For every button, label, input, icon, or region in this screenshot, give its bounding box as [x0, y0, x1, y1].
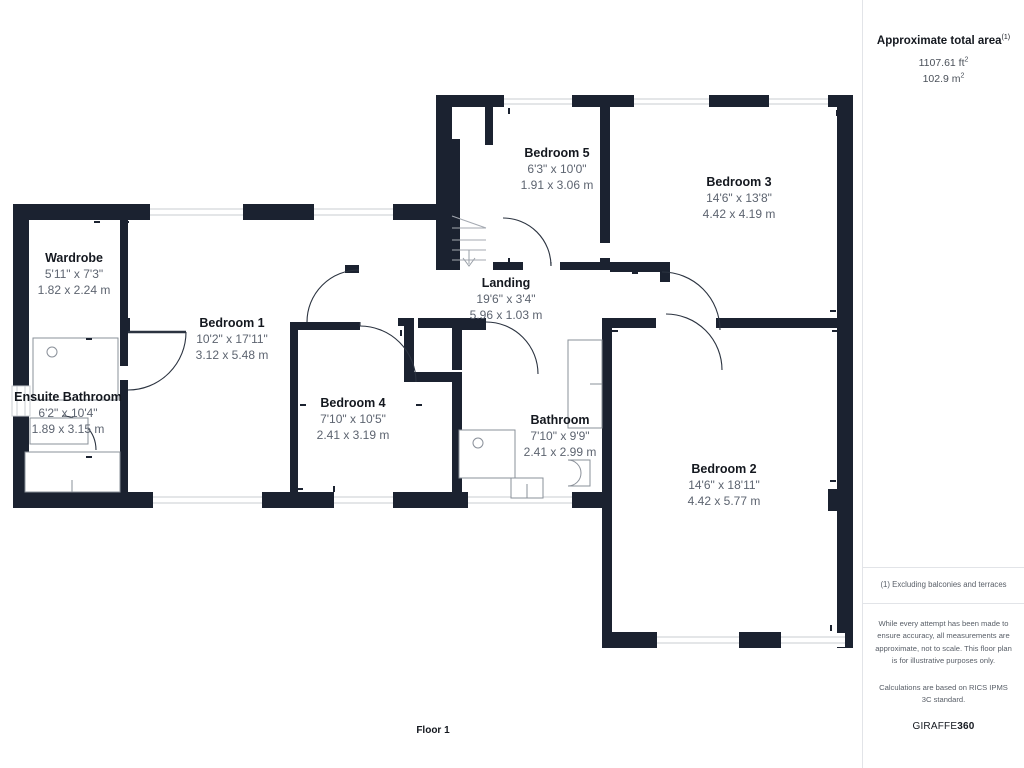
staircase: [451, 215, 487, 267]
room-label-bathroom: Bathroom 7'10" x 9'9" 2.41 x 2.99 m: [524, 413, 597, 459]
room-name: Bedroom 1: [199, 316, 264, 330]
floor-label: Floor 1: [416, 725, 450, 736]
room-label-bedroom-4: Bedroom 4 7'10" x 10'5" 2.41 x 3.19 m: [317, 396, 390, 442]
room-dim-metric: 4.42 x 4.19 m: [703, 207, 776, 221]
room-name: Ensuite Bathroom: [14, 390, 122, 404]
room-dim-imperial: 6'2" x 10'4": [38, 406, 97, 420]
room-dim-metric: 3.12 x 5.48 m: [196, 348, 269, 362]
doors-layer: [61, 217, 723, 451]
room-label-bedroom-3: Bedroom 3 14'6" x 13'8" 4.42 x 4.19 m: [703, 175, 776, 221]
total-area-block: Approximate total area(1) 1107.61 ft2 10…: [863, 24, 1024, 97]
total-area-title: Approximate total area(1): [871, 34, 1016, 49]
total-area-sqft: 1107.61 ft2: [871, 55, 1016, 71]
room-dim-imperial: 7'10" x 9'9": [530, 429, 589, 443]
room-dim-metric: 1.82 x 2.24 m: [38, 283, 111, 297]
floor-plan-svg[interactable]: Wardrobe 5'11" x 7'3" 1.82 x 2.24 m Bedr…: [0, 0, 862, 768]
room-dim-imperial: 19'6" x 3'4": [476, 292, 535, 306]
room-label-landing: Landing 19'6" x 3'4" 5.96 x 1.03 m: [470, 276, 543, 322]
dimension-ticks: [86, 108, 838, 631]
room-label-bedroom-5: Bedroom 5 6'3" x 10'0" 1.91 x 3.06 m: [521, 146, 594, 192]
total-area-sqm: 102.9 m2: [871, 71, 1016, 87]
room-dim-imperial: 5'11" x 7'3": [45, 267, 103, 281]
room-name: Bedroom 3: [706, 175, 771, 189]
total-area-cell: Approximate total area(1) 1107.61 ft2 10…: [863, 24, 1024, 97]
brand-suffix: 360: [957, 721, 975, 732]
total-area-sqft-value: 1107.61 ft: [918, 56, 965, 69]
total-area-sqft-unit: 2: [964, 56, 969, 64]
note-excluding-balconies: (1) Excluding balconies and terraces: [880, 580, 1007, 589]
room-label-ensuite-bathroom: Ensuite Bathroom 6'2" x 10'4" 1.89 x 3.1…: [14, 390, 122, 436]
walls-layer: [13, 95, 853, 648]
room-dim-metric: 1.91 x 3.06 m: [521, 178, 594, 192]
total-area-sqm-value: 102.9 m: [922, 72, 961, 85]
windows-layer: [11, 96, 845, 647]
room-label-bedroom-2: Bedroom 2 14'6" x 18'11" 4.42 x 5.77 m: [688, 462, 761, 508]
divider-top: [863, 567, 1024, 568]
floor-plan-canvas[interactable]: Wardrobe 5'11" x 7'3" 1.82 x 2.24 m Bedr…: [0, 0, 862, 768]
info-sidebar: Approximate total area(1) 1107.61 ft2 10…: [862, 0, 1024, 768]
room-name: Bedroom 2: [691, 462, 756, 476]
room-name: Bedroom 4: [320, 396, 385, 410]
brand-name: GIRAFFE: [912, 721, 958, 732]
room-label-wardrobe: Wardrobe 5'11" x 7'3" 1.82 x 2.24 m: [38, 251, 111, 297]
room-dim-metric: 4.42 x 5.77 m: [688, 494, 761, 508]
note-calculations: Calculations are based on RICS IPMS 3C s…: [879, 682, 1008, 705]
total-area-footnote-marker: (1): [1001, 34, 1011, 41]
room-dim-imperial: 14'6" x 13'8": [706, 191, 772, 205]
room-dim-metric: 2.41 x 2.99 m: [524, 445, 597, 459]
room-dim-imperial: 10'2" x 17'11": [196, 332, 268, 346]
room-dim-imperial: 7'10" x 10'5": [320, 412, 386, 426]
room-labels-layer: Wardrobe 5'11" x 7'3" 1.82 x 2.24 m Bedr…: [14, 146, 775, 508]
fixtures-layer: [24, 337, 603, 499]
room-dim-imperial: 6'3" x 10'0": [527, 162, 586, 176]
room-name: Bathroom: [530, 413, 589, 427]
room-dim-imperial: 14'6" x 18'11": [688, 478, 760, 492]
room-label-bedroom-1: Bedroom 1 10'2" x 17'11" 3.12 x 5.48 m: [196, 316, 269, 362]
brand-logo: GIRAFFE360: [863, 717, 1024, 732]
room-name: Wardrobe: [45, 251, 103, 265]
divider-middle: [863, 602, 1024, 604]
room-name: Bedroom 5: [524, 146, 589, 160]
room-dim-metric: 1.89 x 3.15 m: [32, 422, 105, 436]
note-disclaimer: While every attempt has been made to ens…: [875, 618, 1012, 666]
room-name: Landing: [482, 276, 531, 290]
legal-notes-block: (1) Excluding balconies and terraces Whi…: [863, 567, 1024, 732]
room-dim-metric: 2.41 x 3.19 m: [317, 428, 390, 442]
total-area-title-text: Approximate total area: [876, 34, 1002, 47]
room-dim-metric: 5.96 x 1.03 m: [470, 308, 543, 322]
total-area-sqm-unit: 2: [960, 72, 965, 80]
